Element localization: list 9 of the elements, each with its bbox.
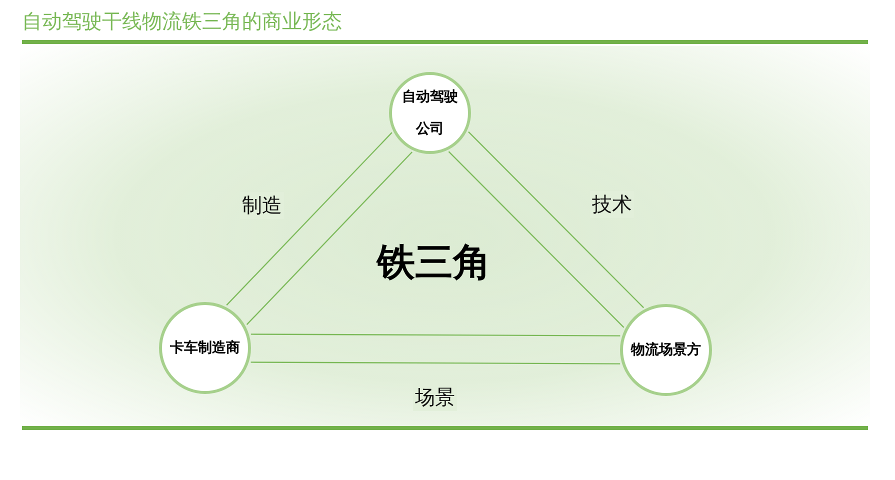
title: 自动驾驶干线物流铁三角的商业形态: [22, 8, 342, 35]
edge-label: 技术: [590, 190, 634, 218]
center-label: 铁三角: [377, 238, 491, 286]
connector-line: [250, 362, 620, 364]
connector-line: [448, 151, 624, 328]
connector-line: [246, 152, 413, 326]
connector-line: [226, 132, 392, 306]
connector-line: [250, 334, 620, 336]
connector-line: [468, 131, 644, 308]
